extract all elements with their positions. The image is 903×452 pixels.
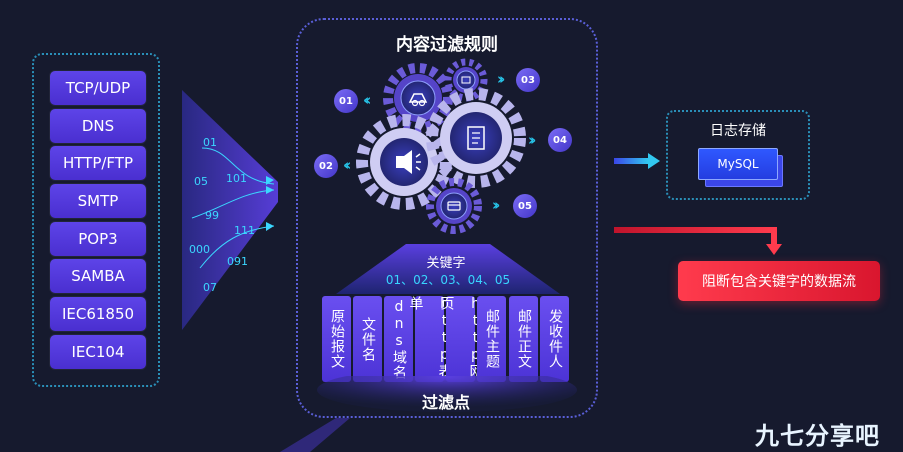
filter-column-file-name: 文件名 [353, 296, 382, 382]
filter-point-base [317, 376, 577, 412]
gear-icon [444, 58, 488, 102]
block-keyword-stream-box: 阻断包含关键字的数据流 [678, 261, 880, 301]
mysql-database: MySQL [698, 148, 778, 180]
watermark-logo: 九七分享吧 [755, 422, 880, 450]
protocol-item-pop3: POP3 [50, 222, 146, 256]
decorative-beam [280, 418, 350, 452]
log-storage-title: 日志存储 [710, 123, 766, 139]
protocol-item-samba: SAMBA [50, 259, 146, 293]
gear-icon [356, 114, 452, 210]
chevron-right-icon: ›› [528, 131, 537, 149]
log-storage-panel [666, 110, 810, 200]
stream-number: 111 [234, 224, 255, 237]
chevron-left-icon: ‹‹ [363, 91, 372, 109]
protocol-item-smtp: SMTP [50, 184, 146, 218]
protocol-item-http-ftp: HTTP/FTP [50, 146, 146, 180]
stream-number: 091 [227, 255, 248, 268]
filter-column-mail-body: 邮件正文 [509, 296, 538, 382]
protocol-item-iec61850: IEC61850 [50, 297, 146, 331]
gear-icon [426, 88, 526, 188]
stream-number: 07 [203, 281, 217, 294]
filter-column-http-page: http网页 [439, 296, 484, 382]
chevron-right-icon: ›› [492, 196, 501, 214]
rule-badge-05: 05 [513, 194, 537, 218]
filter-point-label: 过滤点 [421, 393, 470, 412]
rules-title: 内容过滤规则 [396, 35, 498, 55]
stream-number: 99 [205, 209, 219, 222]
rule-badge-04: 04 [548, 128, 572, 152]
filter-column-dns-domain: dns域名 [384, 296, 413, 382]
keyword-numbers: 01、02、03、04、05 [385, 273, 511, 287]
filter-column-mail-subject: 邮件主题 [477, 296, 506, 382]
stream-number: 05 [194, 175, 208, 188]
chevron-right-icon: ›› [497, 70, 506, 88]
protocol-item-dns: DNS [50, 109, 146, 143]
data-stream-funnel [182, 90, 278, 330]
chevron-left-icon: ‹‹ [343, 156, 352, 174]
keyword-label: 关键字 [426, 256, 466, 271]
stream-number: 101 [226, 172, 247, 185]
keyword-trapezoid [336, 244, 560, 294]
rule-badge-02: 02 [314, 154, 338, 178]
rule-badge-01: 01 [334, 89, 358, 113]
protocol-panel: TCP/UDP DNS HTTP/FTP SMTP POP3 SAMBA IEC… [32, 53, 160, 387]
stream-number: 01 [203, 136, 217, 149]
gear-icon [426, 178, 482, 234]
arrow-down-icon [614, 227, 782, 255]
protocol-item-tcp-udp: TCP/UDP [50, 71, 146, 105]
gears-graphic [356, 58, 526, 234]
rule-badge-03: 03 [516, 68, 540, 92]
filter-column-sender-recipient: 发收件人 [540, 296, 569, 382]
arrow-right-icon [614, 153, 660, 169]
filter-column-raw-packet: 原始报文 [322, 296, 351, 382]
stream-number: 000 [189, 243, 210, 256]
protocol-item-iec104: IEC104 [50, 335, 146, 369]
